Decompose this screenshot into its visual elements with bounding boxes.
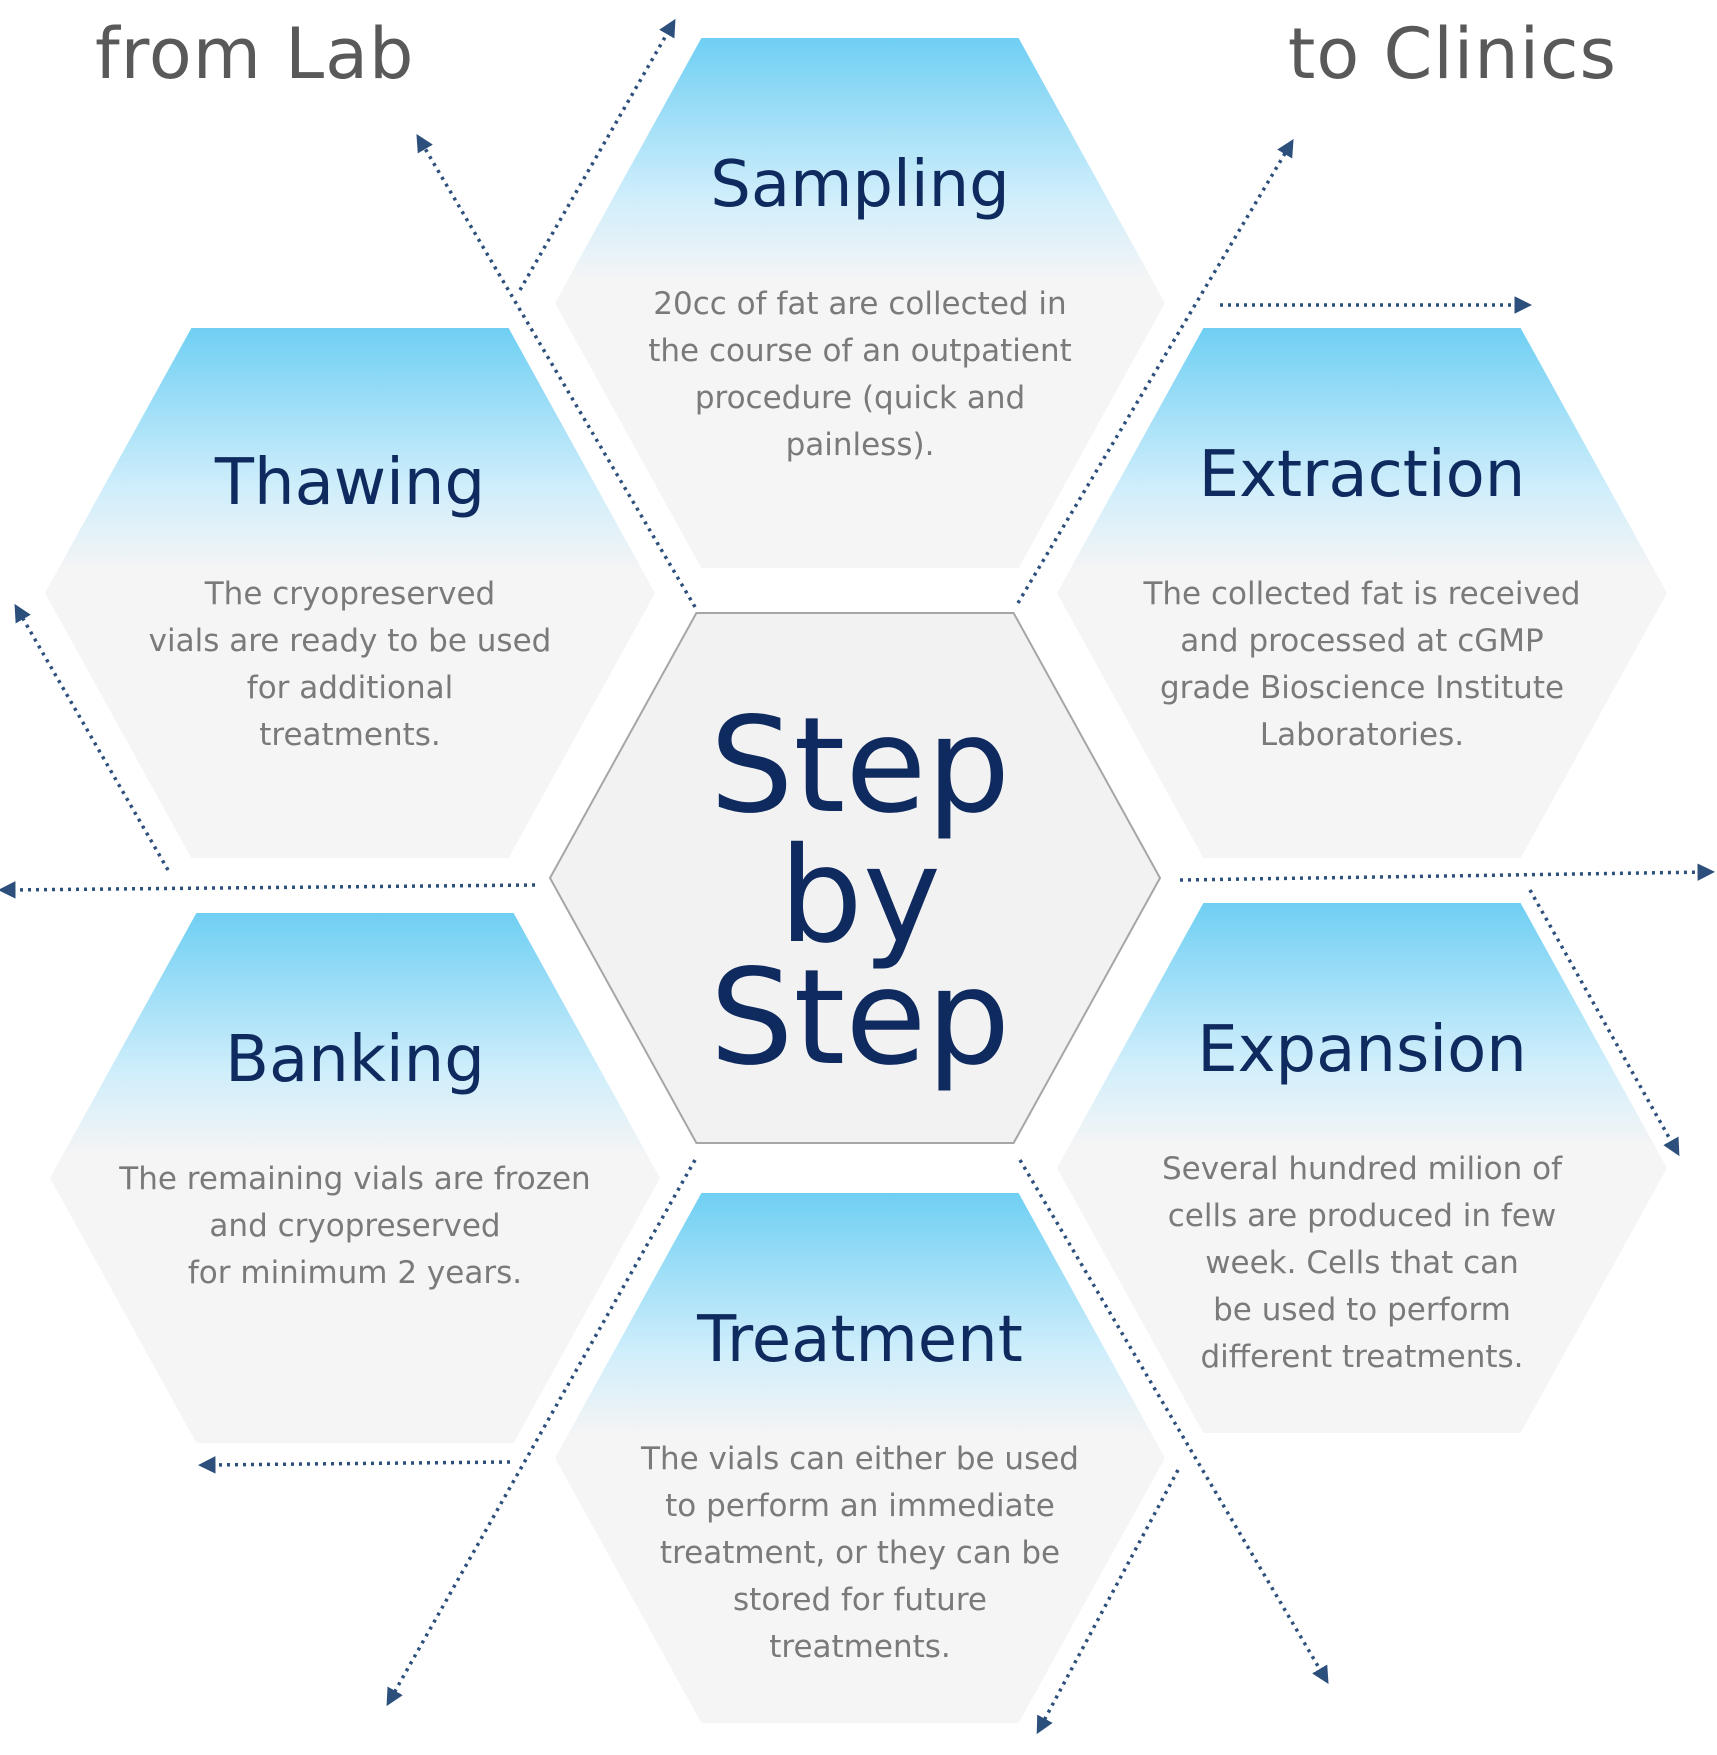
center-word-step-2: Step xyxy=(709,941,1011,1095)
step-thawing: Thawing The cryopreserved vials are read… xyxy=(45,328,655,858)
step-thawing-line: for additional xyxy=(246,670,454,706)
arrow-thawing-upleft xyxy=(14,603,170,871)
arrow-banking-left xyxy=(198,1456,511,1474)
step-banking: Banking The remaining vials are frozen a… xyxy=(50,913,660,1443)
step-sampling-line: procedure (quick and xyxy=(694,380,1026,416)
to-clinics-label: to Clinics xyxy=(1287,13,1617,95)
step-sampling: Sampling 20cc of fat are collected in th… xyxy=(555,38,1165,568)
arrow-center-right xyxy=(1179,863,1715,882)
arrow-treatment-down xyxy=(1036,1469,1180,1735)
step-thawing-title: Thawing xyxy=(214,446,486,520)
hexagon-thawing xyxy=(45,328,655,858)
step-thawing-line: vials are ready to be used xyxy=(148,623,552,659)
center-word-step: Step xyxy=(709,689,1011,843)
step-treatment-title: Treatment xyxy=(697,1303,1023,1377)
from-lab-label: from Lab xyxy=(95,13,415,95)
step-banking-line: The remaining vials are frozen xyxy=(119,1161,591,1197)
step-expansion-description: Several hundred milion of cells are prod… xyxy=(1087,1146,1637,1381)
step-expansion-line: cells are produced in few xyxy=(1167,1198,1557,1234)
step-sampling-description: 20cc of fat are collected in the course … xyxy=(585,281,1135,469)
step-sampling-title: Sampling xyxy=(710,148,1010,222)
arrow-sampling-upleft xyxy=(416,133,697,608)
step-thawing-line: The cryopreserved xyxy=(204,576,496,612)
arrow-sampling-up xyxy=(518,18,676,291)
step-expansion-line: be used to perform xyxy=(1213,1292,1511,1328)
hexagon-center xyxy=(548,612,1162,1144)
step-expansion-line: week. Cells that can xyxy=(1205,1245,1519,1281)
step-expansion-line: Several hundred milion of xyxy=(1161,1151,1563,1187)
step-banking-line: and cryopreserved xyxy=(209,1208,501,1244)
hexagon-banking xyxy=(50,913,660,1443)
hexagon-extraction xyxy=(1057,328,1667,858)
hexagons-layer xyxy=(45,38,1667,1723)
step-treatment-description: The vials can either be used to perform … xyxy=(585,1436,1135,1671)
step-sampling-line: the course of an outpatient xyxy=(648,333,1072,369)
step-treatment-line: to perform an immediate xyxy=(665,1488,1055,1524)
step-thawing-line: treatments. xyxy=(259,717,441,753)
step-extraction-line: The collected fat is received xyxy=(1143,576,1581,612)
step-thawing-description: The cryopreserved vials are ready to be … xyxy=(75,571,625,759)
step-treatment-line: treatments. xyxy=(769,1629,951,1665)
hexagon-expansion xyxy=(1057,903,1667,1433)
step-treatment-line: treatment, or they can be xyxy=(659,1535,1061,1571)
step-extraction-line: and processed at cGMP xyxy=(1180,623,1544,659)
arrow-extraction-up xyxy=(1016,138,1294,604)
step-expansion: Expansion Several hundred milion of cell… xyxy=(1057,903,1667,1433)
step-extraction-line: grade Bioscience Institute xyxy=(1159,670,1565,706)
step-banking-title: Banking xyxy=(225,1023,485,1097)
step-extraction-line: Laboratories. xyxy=(1259,717,1465,753)
step-treatment-line: The vials can either be used xyxy=(641,1441,1079,1477)
step-extraction-description: The collected fat is received and proces… xyxy=(1087,571,1637,759)
step-banking-line: for minimum 2 years. xyxy=(187,1255,523,1291)
step-expansion-title: Expansion xyxy=(1197,1013,1527,1087)
arrows-layer xyxy=(0,18,1715,1735)
step-treatment: Treatment The vials can either be used t… xyxy=(555,1193,1165,1723)
step-banking-description: The remaining vials are frozen and cryop… xyxy=(80,1156,630,1297)
step-sampling-line: painless). xyxy=(785,427,935,463)
step-treatment-line: stored for future xyxy=(733,1582,987,1618)
center-hexagon-label: Step by Step xyxy=(555,680,1165,1100)
step-extraction: Extraction The collected fat is received… xyxy=(1057,328,1667,858)
arrow-center-left xyxy=(0,881,536,899)
hexagon-treatment xyxy=(555,1193,1165,1723)
step-expansion-line: different treatments. xyxy=(1200,1339,1524,1375)
center-word-by: by xyxy=(779,819,941,973)
step-sampling-line: 20cc of fat are collected in xyxy=(653,286,1067,322)
step-extraction-title: Extraction xyxy=(1198,438,1526,512)
hexagon-sampling xyxy=(555,38,1165,568)
arrow-expansion-down xyxy=(1528,889,1680,1157)
